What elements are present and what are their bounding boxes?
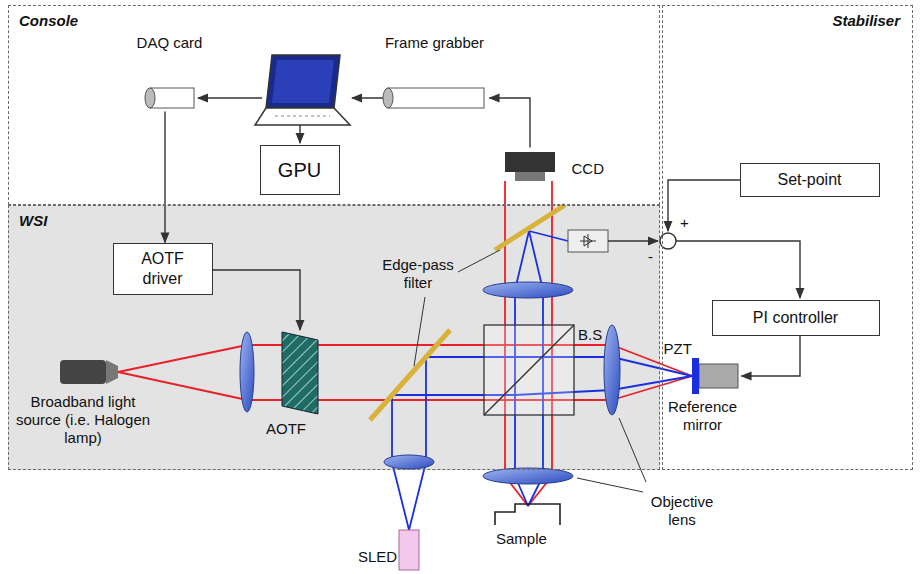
node-label: DAQ card — [130, 34, 210, 52]
frame-grabber: Frame grabber — [380, 34, 490, 112]
pzt-actuator — [692, 358, 738, 394]
pi-controller-box: PI controller — [712, 300, 880, 336]
signal-arrow — [490, 98, 531, 148]
part-label: Broadband light source (i.e. Halogen lam… — [8, 393, 158, 447]
region-title: Console — [19, 12, 78, 30]
part-label: + — [680, 214, 689, 232]
part-label: SLED — [358, 548, 397, 566]
set-point-box: Set-point — [740, 163, 880, 197]
node-label: PZT — [664, 340, 692, 358]
node-label: Reference mirror — [664, 398, 742, 434]
leader-line — [414, 250, 646, 492]
red-beam — [118, 181, 692, 506]
laptop-icon — [255, 55, 350, 125]
node-label: PI controller — [747, 308, 844, 327]
console-region: ConsoleDAQ card Frame grabberGPU CCD — [8, 5, 660, 205]
data-arrows — [198, 98, 385, 330]
halogen-lamp — [60, 360, 118, 384]
part-label: AOTF — [266, 420, 306, 438]
wsi-ground — [8, 205, 660, 470]
part-label: Edge-pass filter — [372, 256, 464, 292]
frame-grabber-icon — [383, 88, 484, 108]
sample-step — [495, 504, 560, 525]
sled-source — [399, 530, 419, 570]
beam-splitter — [484, 325, 574, 415]
node-label: Set-point — [771, 170, 847, 189]
reference-mirror: PZT Reference mirror — [664, 340, 742, 440]
node-label: CCD — [572, 160, 605, 178]
blue-beam — [392, 231, 692, 530]
node-label: AOTF driver — [114, 249, 212, 287]
stabiliser-region: StabiliserSet-point PI controllerPZT Refer… — [662, 5, 913, 470]
ccd-camera — [505, 152, 555, 181]
part-label: Objective lens — [640, 493, 724, 529]
feedback-lines — [608, 180, 800, 298]
signal-arrow — [164, 112, 165, 243]
aotf-driver-box: AOTF driver — [113, 243, 213, 295]
part-label: Sample — [496, 530, 547, 548]
node-label: GPU — [272, 158, 327, 182]
region-title: Stabiliser — [832, 12, 900, 30]
wsi-region: WSI AOTF driver — [8, 205, 660, 470]
gpu-box: GPU — [260, 145, 340, 195]
aotf-crystal — [282, 332, 318, 414]
daq-card: DAQ card — [130, 34, 210, 112]
daq-card-icon — [145, 88, 194, 108]
node-label: Frame grabber — [380, 34, 490, 52]
ccd-camera: CCD — [500, 148, 612, 186]
edge-pass-filter — [495, 205, 565, 250]
edge-pass-filter — [370, 330, 450, 420]
part-label: - — [648, 248, 653, 266]
photodiode — [568, 230, 608, 252]
lens — [240, 282, 620, 484]
region-title: WSI — [19, 212, 47, 230]
signal-arrow — [742, 336, 801, 377]
part-label: B.S — [578, 326, 602, 344]
